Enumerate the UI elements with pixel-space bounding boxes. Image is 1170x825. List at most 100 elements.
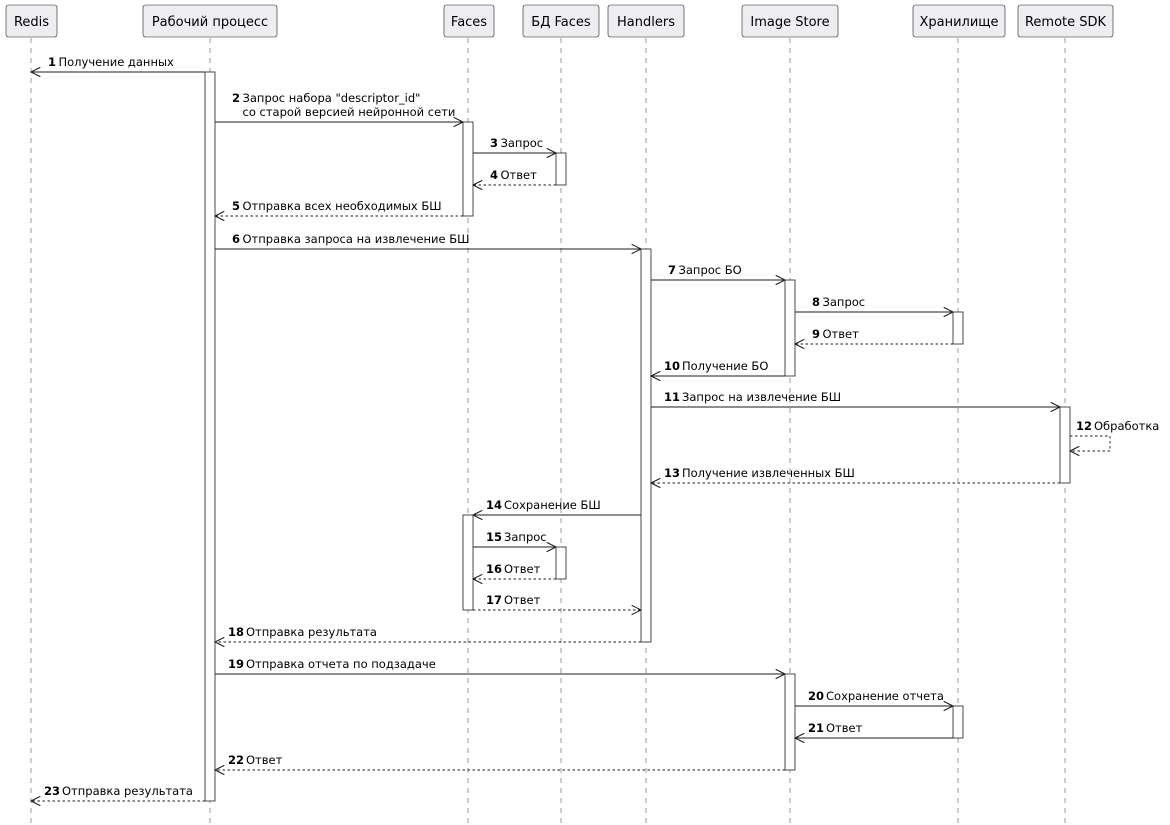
message-number: 14 (486, 498, 502, 512)
arrowhead (794, 733, 805, 743)
participant-facesdb: БД Faces (522, 4, 600, 38)
arrowhead (472, 574, 483, 584)
message-line (1070, 435, 1111, 452)
message-number: 12 (1076, 419, 1092, 433)
arrowhead (794, 339, 805, 349)
message-label: Ответ (501, 168, 538, 182)
activation-remotesdk (1059, 406, 1071, 484)
message-label: Ответ (246, 753, 283, 767)
message-number: 5 (232, 199, 240, 213)
participant-box (741, 4, 839, 38)
activation-handlers (640, 248, 652, 643)
activation-facesdb (555, 152, 567, 186)
message-label: Ответ (504, 593, 541, 607)
message-label: Отправка запроса на извлечение БШ (243, 232, 470, 246)
arrowhead (214, 211, 225, 221)
participant-box (607, 4, 685, 38)
message-number: 18 (228, 625, 244, 639)
participant-box (912, 4, 1006, 38)
activation-storage (952, 311, 964, 345)
arrowhead (1050, 402, 1061, 412)
participant-box (522, 4, 600, 38)
message-label: Ответ (504, 562, 541, 576)
arrowhead (1069, 446, 1080, 456)
message-label: Запрос на извлечение БШ (682, 390, 841, 404)
message-number: 21 (808, 721, 824, 735)
message-number: 11 (664, 390, 680, 404)
participant-label: Хранилище (919, 15, 998, 30)
arrowhead (30, 796, 41, 806)
message-label: Отправка результата (62, 784, 193, 798)
message-label: Получение БО (682, 359, 768, 373)
activation-facesdb (555, 546, 567, 580)
message-number: 19 (228, 657, 244, 671)
message-number: 13 (664, 466, 680, 480)
message-number: 3 (490, 136, 498, 150)
message-number: 4 (490, 168, 498, 182)
lifelines (30, 38, 1066, 825)
participant-remotesdk: Remote SDK (1017, 4, 1114, 38)
message-number: 22 (228, 753, 244, 767)
message-number: 7 (668, 263, 676, 277)
participant-label: БД Faces (531, 15, 591, 30)
message-label: Запрос (504, 530, 547, 544)
participant-box (5, 4, 58, 38)
participant-label: Faces (451, 15, 487, 30)
message-number: 8 (812, 295, 820, 309)
message-label: Сохранение отчета (826, 689, 944, 703)
participant-label: Рабочий процесс (152, 15, 268, 30)
participant-faces: Faces (443, 4, 495, 38)
message-number: 20 (808, 689, 824, 703)
message-label: Сохранение БШ (504, 498, 601, 512)
activation-faces (462, 514, 474, 611)
activation-storage (952, 705, 964, 739)
arrowhead (650, 478, 661, 488)
message-label: со старой версией нейронной сети (243, 105, 456, 119)
participant-box (1017, 4, 1114, 38)
message-number: 1 (48, 55, 56, 69)
message-number: 9 (812, 327, 820, 341)
message-number: 16 (486, 562, 502, 576)
participant-storage: Хранилище (912, 4, 1006, 38)
activation-bars (204, 71, 1071, 802)
arrowhead (631, 605, 642, 615)
message-label: Запрос набора "descriptor_id" (243, 91, 421, 105)
arrowhead (214, 637, 225, 647)
arrowhead (546, 542, 557, 552)
arrowhead (472, 180, 483, 190)
participant-worker: Рабочий процесс (142, 4, 278, 38)
message-number: 10 (664, 359, 680, 373)
arrowhead (453, 117, 464, 127)
participant-imagestore: Image Store (741, 4, 839, 38)
message-number: 23 (44, 784, 60, 798)
message-label: Отправка отчета по подзадаче (246, 657, 436, 671)
message-label: Получение извлеченных БШ (682, 466, 855, 480)
arrowhead (943, 307, 954, 317)
participant-redis: Redis (5, 4, 58, 38)
arrowhead (546, 148, 557, 158)
message-label: Отправка результата (246, 625, 377, 639)
message-number: 17 (486, 593, 502, 607)
message-label: Ответ (823, 327, 860, 341)
message-label: Ответ (826, 721, 863, 735)
participant-box (142, 4, 278, 38)
arrowhead (775, 669, 786, 679)
